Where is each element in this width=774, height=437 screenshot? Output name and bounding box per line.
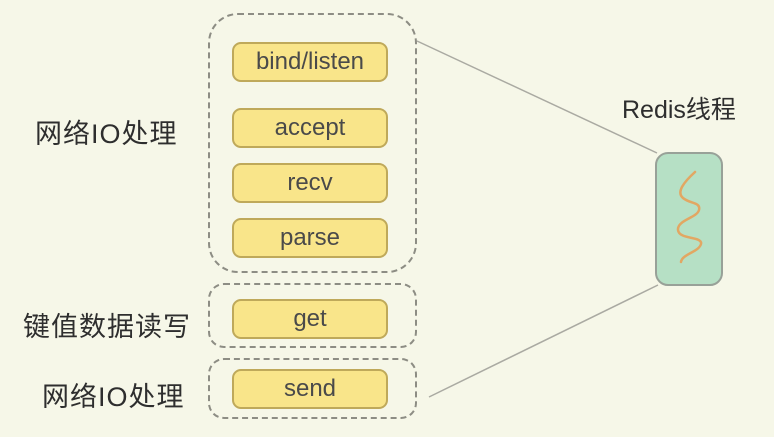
step-accept: accept <box>232 108 388 148</box>
label-redis-thread: Redis线程 <box>622 96 736 124</box>
group-kv-data-rw <box>208 283 417 348</box>
group-network-io-bottom <box>208 358 417 419</box>
step-get: get <box>232 299 388 339</box>
connector-top-to-thread <box>416 40 658 154</box>
label-network-io-top: 网络IO处理 <box>35 119 178 149</box>
label-network-io-bottom: 网络IO处理 <box>42 382 185 412</box>
connector-send-to-thread <box>428 284 659 398</box>
step-parse: parse <box>232 218 388 258</box>
label-kv-data-rw: 键值数据读写 <box>23 312 191 342</box>
step-send: send <box>232 369 388 409</box>
step-bind-listen: bind/listen <box>232 42 388 82</box>
thread-squiggle-icon <box>676 170 703 264</box>
step-recv: recv <box>232 163 388 203</box>
redis-thread-box <box>655 152 723 286</box>
group-network-io-top <box>208 13 417 273</box>
